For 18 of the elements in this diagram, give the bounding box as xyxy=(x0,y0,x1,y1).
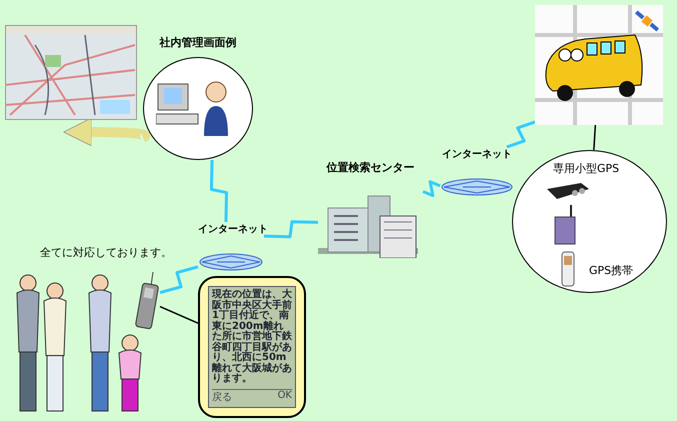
softkey-label: OK xyxy=(278,390,292,403)
message-text: 現在の位置は、大阪市中央区大手前1丁目付近で、南東に200m離れた所に市営地下鉄谷町四丁目駅があり、北西に50m離れて大阪城があります。 xyxy=(212,290,292,384)
heading: 位置検索センター xyxy=(325,160,416,175)
curved-arrow xyxy=(63,118,150,146)
device-caption: 専用小型GPS xyxy=(553,161,620,176)
lightning-link xyxy=(422,180,441,198)
network-label: インターネット xyxy=(198,223,264,236)
lightning-link xyxy=(210,160,228,222)
network-label: インターネット xyxy=(441,148,513,161)
lightning-link xyxy=(506,120,536,148)
softkey-label: 戻る xyxy=(212,390,232,404)
leader-line xyxy=(160,306,198,324)
heading: 社内管理画面例 xyxy=(158,35,238,50)
device-caption: GPS携帯 xyxy=(589,263,634,278)
lightning-link xyxy=(160,265,198,294)
lightning-link xyxy=(264,220,318,238)
leader-line xyxy=(593,124,596,150)
note-text: 全てに対応しております。 xyxy=(40,245,172,260)
